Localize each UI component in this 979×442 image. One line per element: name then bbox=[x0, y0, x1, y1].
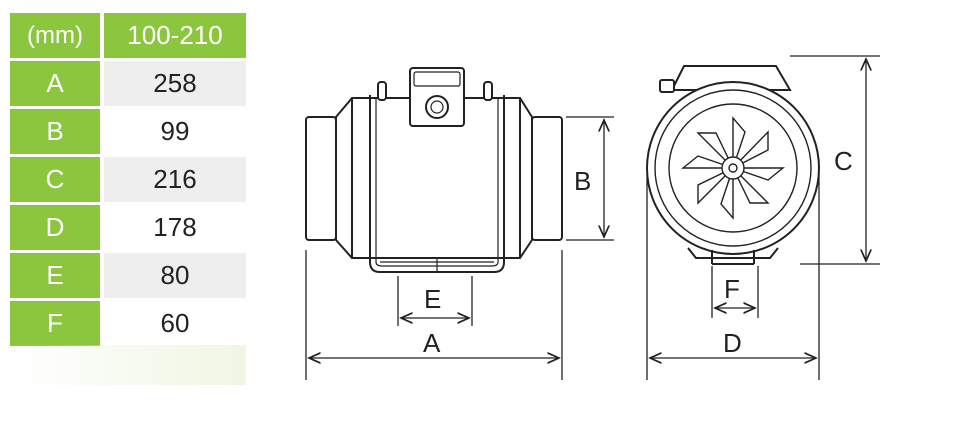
label-b: B bbox=[574, 166, 591, 196]
bracket-stud-left bbox=[377, 81, 387, 101]
side-dimensions bbox=[305, 116, 614, 380]
dimension-value: 99 bbox=[104, 109, 246, 154]
label-a: A bbox=[423, 328, 441, 358]
label-d: D bbox=[723, 328, 742, 358]
table-row-b: B 99 bbox=[10, 109, 246, 154]
left-collar bbox=[305, 116, 337, 241]
side-view bbox=[305, 67, 563, 273]
dimension-table: (mm) 100-210 A 258 B 99 C 216 D 178 E 80… bbox=[10, 13, 246, 349]
impeller-icon bbox=[681, 116, 785, 220]
dimension-value: 258 bbox=[104, 61, 246, 106]
cable-gland-side bbox=[659, 79, 675, 93]
decorative-fade bbox=[10, 345, 246, 385]
dimension-key: A bbox=[10, 61, 100, 106]
label-c: C bbox=[834, 146, 853, 176]
table-row-e: E 80 bbox=[10, 253, 246, 298]
dimension-value: 178 bbox=[104, 205, 246, 250]
front-view bbox=[646, 65, 820, 265]
label-e: E bbox=[424, 284, 441, 314]
dimension-key: F bbox=[10, 301, 100, 346]
dimension-value: 60 bbox=[104, 301, 246, 346]
front-dimensions bbox=[646, 55, 880, 380]
fan-body bbox=[335, 97, 533, 259]
bracket-stud-right bbox=[483, 81, 493, 101]
model-range-cell: 100-210 bbox=[104, 13, 246, 58]
table-row-c: C 216 bbox=[10, 157, 246, 202]
right-collar bbox=[531, 116, 563, 241]
dimension-key: C bbox=[10, 157, 100, 202]
table-row-f: F 60 bbox=[10, 301, 246, 346]
dimension-value: 80 bbox=[104, 253, 246, 298]
dimension-value: 216 bbox=[104, 157, 246, 202]
table-row-d: D 178 bbox=[10, 205, 246, 250]
label-f: F bbox=[724, 274, 740, 304]
dimension-key: D bbox=[10, 205, 100, 250]
table-header-row: (mm) 100-210 bbox=[10, 13, 246, 58]
unit-cell: (mm) bbox=[10, 13, 100, 58]
table-row-a: A 258 bbox=[10, 61, 246, 106]
dimension-key: E bbox=[10, 253, 100, 298]
dimension-key: B bbox=[10, 109, 100, 154]
